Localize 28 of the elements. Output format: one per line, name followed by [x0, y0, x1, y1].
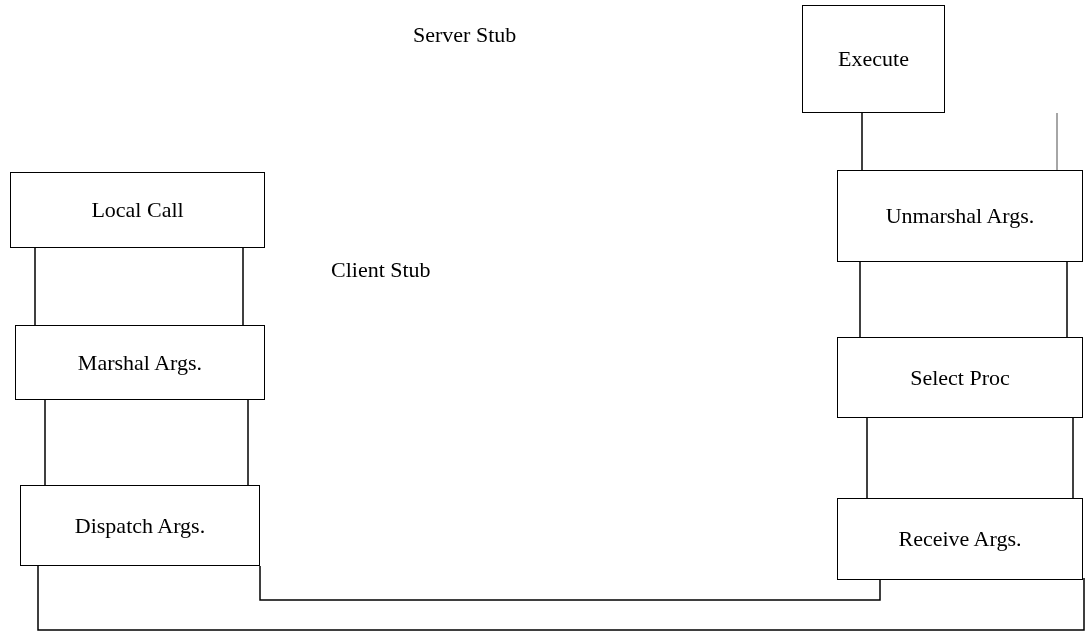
process-box	[10, 172, 265, 248]
connector-line	[1072, 417, 1074, 499]
box-label: Select Proc	[910, 364, 1010, 391]
connector-line	[1066, 261, 1068, 338]
connector-line	[259, 565, 881, 601]
connector-line	[247, 399, 249, 486]
box-label: Marshal Args.	[77, 349, 203, 376]
box-label: Unmarshal Args.	[885, 203, 1035, 229]
connector-line	[34, 247, 36, 326]
connector-line	[1056, 112, 1058, 171]
process-box	[837, 337, 1083, 418]
process-box	[20, 485, 260, 566]
stub-label: Client Stub	[331, 257, 431, 283]
box-label: Execute	[838, 46, 909, 72]
box-label: Dispatch Args.	[74, 512, 206, 539]
process-box	[802, 5, 945, 113]
connector-line	[859, 261, 861, 338]
process-box	[837, 170, 1083, 262]
connector-line	[242, 247, 244, 326]
connector-line	[44, 399, 46, 486]
stub-label: Server Stub	[413, 22, 517, 48]
connector-line	[37, 565, 1085, 631]
process-box	[837, 498, 1083, 580]
process-box	[15, 325, 265, 400]
box-label: Local Call	[91, 197, 184, 223]
connector-line	[866, 417, 868, 499]
connector-line	[861, 112, 863, 171]
box-label: Receive Args.	[898, 526, 1022, 552]
